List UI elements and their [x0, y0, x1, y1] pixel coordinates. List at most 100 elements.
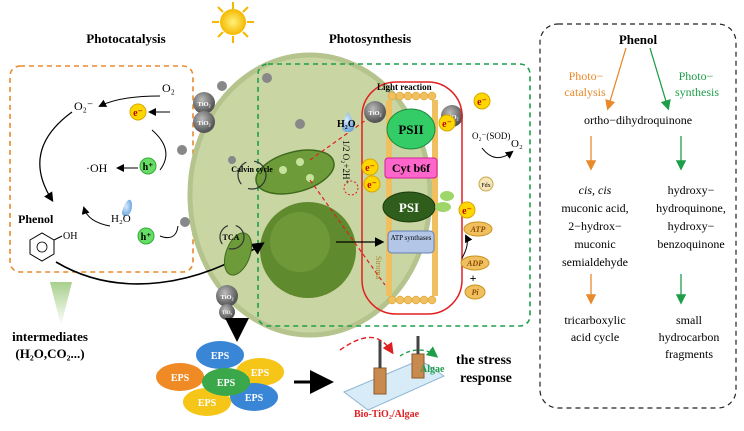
- tca-label: TCA: [223, 233, 240, 242]
- photosynthesis-title: Photosynthesis: [329, 31, 411, 46]
- step1-label: ortho−dihydroquinone: [584, 113, 692, 127]
- pathway-box: [539, 23, 737, 409]
- tio2-particle-small: [177, 73, 305, 227]
- svg-text:EPS: EPS: [251, 368, 270, 379]
- eps-cluster: EPS EPS EPS EPS EPS EPS: [156, 341, 284, 416]
- bio-tio2-algae-label: Bio-TiO₂/Algae: [354, 409, 420, 420]
- left-products: cis, cis muconic acid, 2−hydrox− muconic…: [561, 183, 628, 269]
- right-branch-line1: Photo−: [679, 69, 714, 83]
- svg-text:TiO₂: TiO₂: [197, 101, 210, 108]
- right-final: small hydrocarbon fragments: [659, 313, 720, 361]
- photocatalysis-title: Photocatalysis: [86, 31, 165, 46]
- electron-icon: e⁻: [361, 158, 379, 176]
- lipid-bilayer: [387, 91, 437, 305]
- stress-title-line2: response: [460, 371, 512, 386]
- svg-text:hydroquinone,: hydroquinone,: [656, 201, 726, 215]
- algae-cell: [187, 52, 433, 338]
- algae-label: Algae: [420, 364, 445, 375]
- svg-text:e⁻: e⁻: [133, 108, 143, 119]
- svg-text:TiO₂: TiO₂: [368, 110, 381, 117]
- water-label-2: H₂O: [337, 119, 356, 130]
- electron-icon: e⁻: [363, 175, 381, 193]
- svg-text:tricarboxylic: tricarboxylic: [564, 313, 625, 327]
- hole-icon-2: [137, 227, 155, 245]
- calvin-cycle-icon: [237, 160, 267, 190]
- phenol-label: Phenol: [18, 212, 54, 226]
- photosynthesis-box: [257, 63, 531, 327]
- o2-label: O₂: [162, 81, 175, 95]
- svg-text:hydrocarbon: hydrocarbon: [659, 330, 720, 344]
- calvin-label: Calvin cycle: [231, 165, 273, 174]
- svg-text:h⁺: h⁺: [141, 232, 152, 243]
- svg-text:EPS: EPS: [171, 373, 190, 384]
- psii-label: PSII: [398, 122, 423, 137]
- psii-complex: [386, 108, 436, 150]
- atp-synthases-label: ATP synthases: [391, 234, 432, 242]
- intermediates-line2: (H₂O,CO₂...): [15, 346, 84, 361]
- left-branch-line2: catalysis: [564, 85, 606, 99]
- right-products: hydroxy− hydroquinone, hydroxy− benzoqui…: [656, 183, 726, 251]
- svg-text:e⁻: e⁻: [442, 119, 452, 130]
- svg-text:h⁺: h⁺: [143, 162, 154, 173]
- svg-text:e⁻: e⁻: [462, 206, 472, 217]
- water-label: H₂O: [111, 213, 131, 225]
- svg-text:ATP: ATP: [470, 225, 486, 234]
- svg-text:muconic: muconic: [574, 237, 615, 251]
- o2-radical-label: O₂⁻: [74, 99, 93, 113]
- cyt-b6f-complex: [384, 157, 438, 179]
- cytb6f-label: Cyt b6f: [392, 161, 431, 175]
- svg-text:e⁻: e⁻: [367, 180, 377, 191]
- svg-text:e⁻: e⁻: [365, 163, 375, 174]
- fdx-icon: [478, 176, 494, 192]
- left-final: tricarboxylic acid cycle: [564, 313, 625, 344]
- pathway-title: Phenol: [619, 32, 658, 47]
- svg-text:TiO₂: TiO₂: [220, 294, 233, 301]
- svg-text:EPS: EPS: [211, 351, 230, 362]
- svg-text:Pi: Pi: [471, 288, 479, 297]
- svg-text:cis, cis: cis, cis: [579, 183, 612, 197]
- phenol-structure-icon: [29, 232, 63, 262]
- electron-icon: e⁻: [458, 201, 476, 219]
- stroma-label: Stroma: [374, 256, 383, 280]
- atp-token: [463, 221, 493, 237]
- sun-icon: [212, 2, 254, 43]
- fdx-label: Fdx: [481, 183, 490, 189]
- svg-text:TiO₂: TiO₂: [222, 311, 233, 316]
- svg-text:+: +: [470, 271, 477, 285]
- pi-token: [464, 284, 486, 300]
- svg-text:TiO₂: TiO₂: [197, 120, 210, 127]
- tca-cycle-icon: [219, 224, 245, 250]
- svg-text:EPS: EPS: [245, 393, 264, 404]
- svg-text:EPS: EPS: [217, 378, 236, 389]
- tio2-particle: TiO₂: [193, 92, 215, 114]
- adp-token: [460, 255, 490, 271]
- stress-title-line1: the stress: [456, 353, 512, 368]
- o2-label-2: O₂: [511, 138, 523, 150]
- hydroxyl-label: ·OH: [86, 161, 108, 175]
- intermediates-line1: intermediates: [12, 329, 88, 344]
- svg-text:semialdehyde: semialdehyde: [562, 255, 628, 269]
- atp-synthase: [387, 230, 435, 254]
- intermediates-arrow: [50, 282, 72, 326]
- tio2-particle: TiO₂: [216, 285, 238, 307]
- psi-label: PSI: [399, 200, 419, 215]
- tio2-particle: TiO₂: [364, 101, 386, 123]
- light-reaction-label: Light reaction: [377, 82, 432, 92]
- water-drop-icon: [122, 199, 132, 217]
- svg-text:e⁻: e⁻: [477, 97, 487, 108]
- oh-label: OH: [63, 231, 77, 242]
- svg-text:ADP: ADP: [466, 259, 483, 268]
- electron-icon: e⁻: [473, 92, 491, 110]
- mitochondrion: [223, 232, 253, 276]
- svg-text:benzoquinone: benzoquinone: [657, 237, 724, 251]
- svg-text:EPS: EPS: [198, 398, 217, 409]
- svg-text:hydroxy−: hydroxy−: [668, 219, 715, 233]
- svg-text:fragments: fragments: [665, 347, 713, 361]
- tio2-particle: TiO₂: [193, 111, 215, 133]
- tio2-particle: TiO₂: [219, 304, 235, 320]
- hole-icon: [139, 157, 157, 175]
- sod-label: O₂⁻(SOD): [472, 131, 510, 141]
- svg-text:muconic acid,: muconic acid,: [561, 201, 628, 215]
